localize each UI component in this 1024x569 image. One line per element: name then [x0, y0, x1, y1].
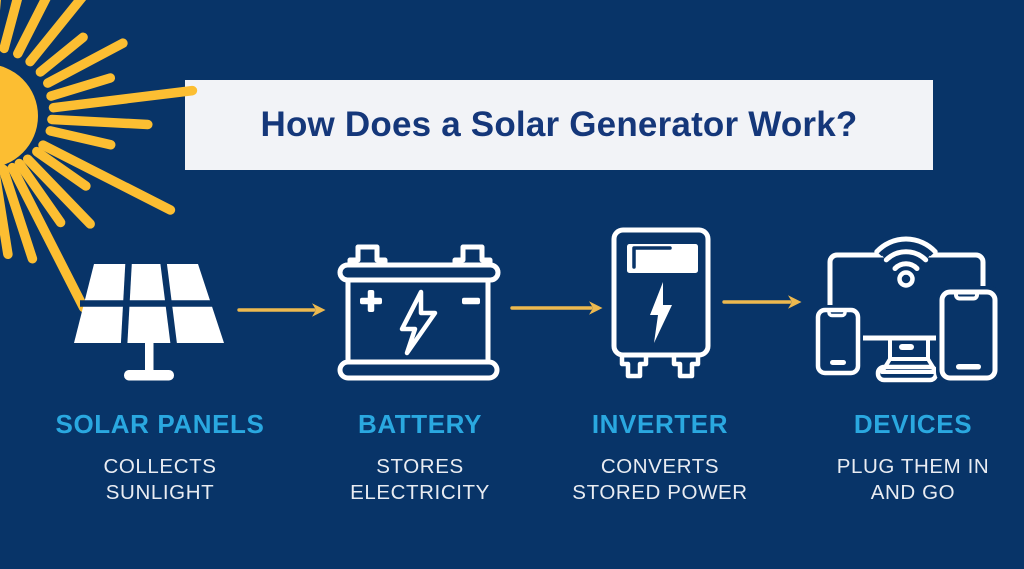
- wifi-icon: [872, 232, 940, 291]
- flow-arrow-1: [237, 303, 326, 317]
- step-devices: DEVICES PLUG THEM IN AND GO: [788, 408, 1024, 506]
- title-banner: How Does a Solar Generator Work?: [185, 80, 933, 170]
- devices-icon: [813, 232, 1002, 384]
- step-heading: DEVICES: [853, 409, 973, 439]
- step-description-line: PLUG THEM IN: [836, 455, 990, 478]
- step-description-line: AND GO: [870, 481, 956, 504]
- step-description-line: SUNLIGHT: [105, 481, 215, 504]
- step-solar-panels: SOLAR PANELS COLLECTS SUNLIGHT: [35, 408, 285, 506]
- phone-left-icon: [813, 305, 863, 383]
- step-description-line: COLLECTS: [103, 455, 217, 478]
- battery-icon: [337, 244, 501, 381]
- phone-right-icon: [936, 286, 1002, 384]
- step-inverter: INVERTER CONVERTS STORED POWER: [535, 408, 785, 506]
- solar-panel-icon: [74, 260, 224, 381]
- flow-arrow-2: [510, 301, 603, 315]
- step-description-line: CONVERTS: [600, 455, 720, 478]
- inverter-icon: [611, 227, 711, 379]
- step-heading: BATTERY: [357, 409, 483, 439]
- flow-arrow-3: [722, 295, 802, 309]
- step-description-line: STORES: [376, 455, 464, 478]
- step-heading: INVERTER: [591, 409, 729, 439]
- step-description-line: STORED POWER: [572, 481, 748, 504]
- step-battery: BATTERY STORES ELECTRICITY: [295, 408, 545, 506]
- page-title: How Does a Solar Generator Work?: [260, 105, 858, 144]
- step-description-line: ELECTRICITY: [350, 481, 490, 504]
- step-heading: SOLAR PANELS: [55, 409, 265, 439]
